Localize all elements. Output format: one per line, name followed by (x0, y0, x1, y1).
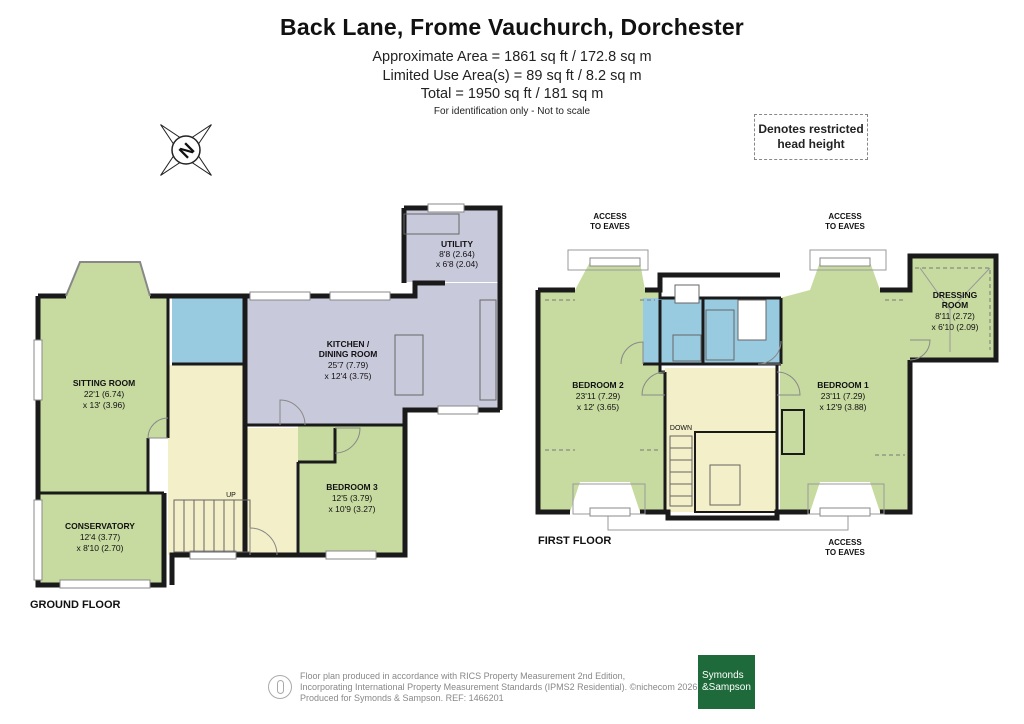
utility-dim-1: 8'8 (2.64) (439, 249, 475, 259)
total-area: Total = 1950 sq ft / 181 sq m (420, 86, 604, 102)
brand-line-1: Symonds (702, 670, 744, 681)
first-floor-stairs (669, 435, 741, 507)
access-eaves-right-line-1: ACCESS (828, 212, 862, 221)
dressing-room-name-1: DRESSING (933, 290, 978, 300)
bedroom2-dim-2: x 12' (3.65) (577, 402, 619, 412)
approximate-area: Approximate Area = 1861 sq ft / 172.8 sq… (372, 49, 652, 65)
compass-icon (160, 124, 212, 176)
dressing-room-dim-2: x 6'10 (2.09) (932, 322, 979, 332)
utility-name: UTILITY (441, 239, 473, 249)
footer-line-3: Produced for Symonds & Sampson. REF: 146… (300, 693, 504, 703)
bedroom2-dim-1: 23'11 (7.29) (576, 391, 621, 401)
bedroom3-name: BEDROOM 3 (326, 482, 378, 492)
bedroom2-name: BEDROOM 2 (572, 380, 624, 390)
legend-line-2: head height (777, 137, 845, 151)
kitchen-area (245, 283, 498, 425)
kitchen-dim-1: 25'7 (7.79) (328, 360, 369, 370)
utility-dim-2: x 6'8 (2.04) (436, 259, 478, 269)
conservatory-area (38, 493, 164, 585)
limited-use-area: Limited Use Area(s) = 89 sq ft / 8.2 sq … (382, 68, 642, 84)
bedroom3-area (298, 426, 406, 555)
access-eaves-left-line-1: ACCESS (593, 212, 627, 221)
cloakroom-area (172, 298, 244, 364)
conservatory-dim-2: x 8'10 (2.70) (77, 543, 124, 553)
dressing-room-name-2: ROOM (942, 300, 968, 310)
kitchen-dim-2: x 12'4 (3.75) (325, 371, 372, 381)
hall-area (168, 365, 335, 555)
ground-stairs-label: UP (226, 492, 236, 499)
utility-area (404, 210, 500, 282)
measurement-standard-icon (268, 675, 292, 699)
footer-line-1: Floor plan produced in accordance with R… (300, 671, 626, 681)
conservatory-name: CONSERVATORY (65, 521, 135, 531)
footer-line-2: Incorporating International Property Mea… (300, 682, 700, 692)
access-eaves-bottom-line-2: TO EAVES (825, 548, 865, 557)
kitchen-name-1: KITCHEN / (327, 339, 370, 349)
bedroom1-dim-1: 23'11 (7.29) (821, 391, 866, 401)
first-floor-plan: BEDROOM 2 23'11 (7.29) x 12' (3.65) BEDR… (535, 212, 999, 557)
bedroom1-dim-2: x 12'9 (3.88) (820, 402, 867, 412)
landing-area (665, 368, 777, 512)
ground-floor-label: GROUND FLOOR (30, 599, 120, 611)
access-eaves-left-line-2: TO EAVES (590, 222, 630, 231)
bedroom3-dim-2: x 10'9 (3.27) (329, 504, 376, 514)
access-eaves-right-line-2: TO EAVES (825, 222, 865, 231)
dressing-room-dim-1: 8'11 (2.72) (935, 311, 975, 321)
disclaimer: For identification only - Not to scale (433, 106, 591, 117)
sitting-room-area (38, 262, 168, 493)
sitting-room-dim-1: 22'1 (6.74) (84, 389, 125, 399)
bedroom1-name: BEDROOM 1 (817, 380, 869, 390)
sitting-room-dim-2: x 13' (3.96) (83, 400, 125, 410)
first-stairs-label: DOWN (670, 425, 692, 432)
bedroom2-area (538, 262, 668, 512)
ground-floor-stairs (173, 499, 251, 553)
access-eaves-bottom-line-1: ACCESS (828, 538, 862, 547)
first-floor-label: FIRST FLOOR (538, 535, 611, 547)
ground-floor-plan: SITTING ROOM 22'1 (6.74) x 13' (3.96) CO… (30, 203, 503, 611)
restricted-height-legend: Denotes restricted head height (754, 114, 868, 160)
bedroom3-dim-1: 12'5 (3.79) (332, 493, 373, 503)
conservatory-dim-1: 12'4 (3.77) (80, 532, 121, 542)
agent-logo: Symonds &Sampson (698, 655, 755, 709)
legend-line-1: Denotes restricted (758, 122, 864, 136)
kitchen-name-2: DINING ROOM (319, 349, 378, 359)
page-title: Back Lane, Frome Vauchurch, Dorchester (280, 14, 744, 40)
bedroom1-area (780, 262, 910, 512)
footer-notes: Floor plan produced in accordance with R… (300, 671, 700, 704)
sitting-room-name: SITTING ROOM (73, 378, 135, 388)
brand-line-2: &Sampson (702, 682, 751, 693)
